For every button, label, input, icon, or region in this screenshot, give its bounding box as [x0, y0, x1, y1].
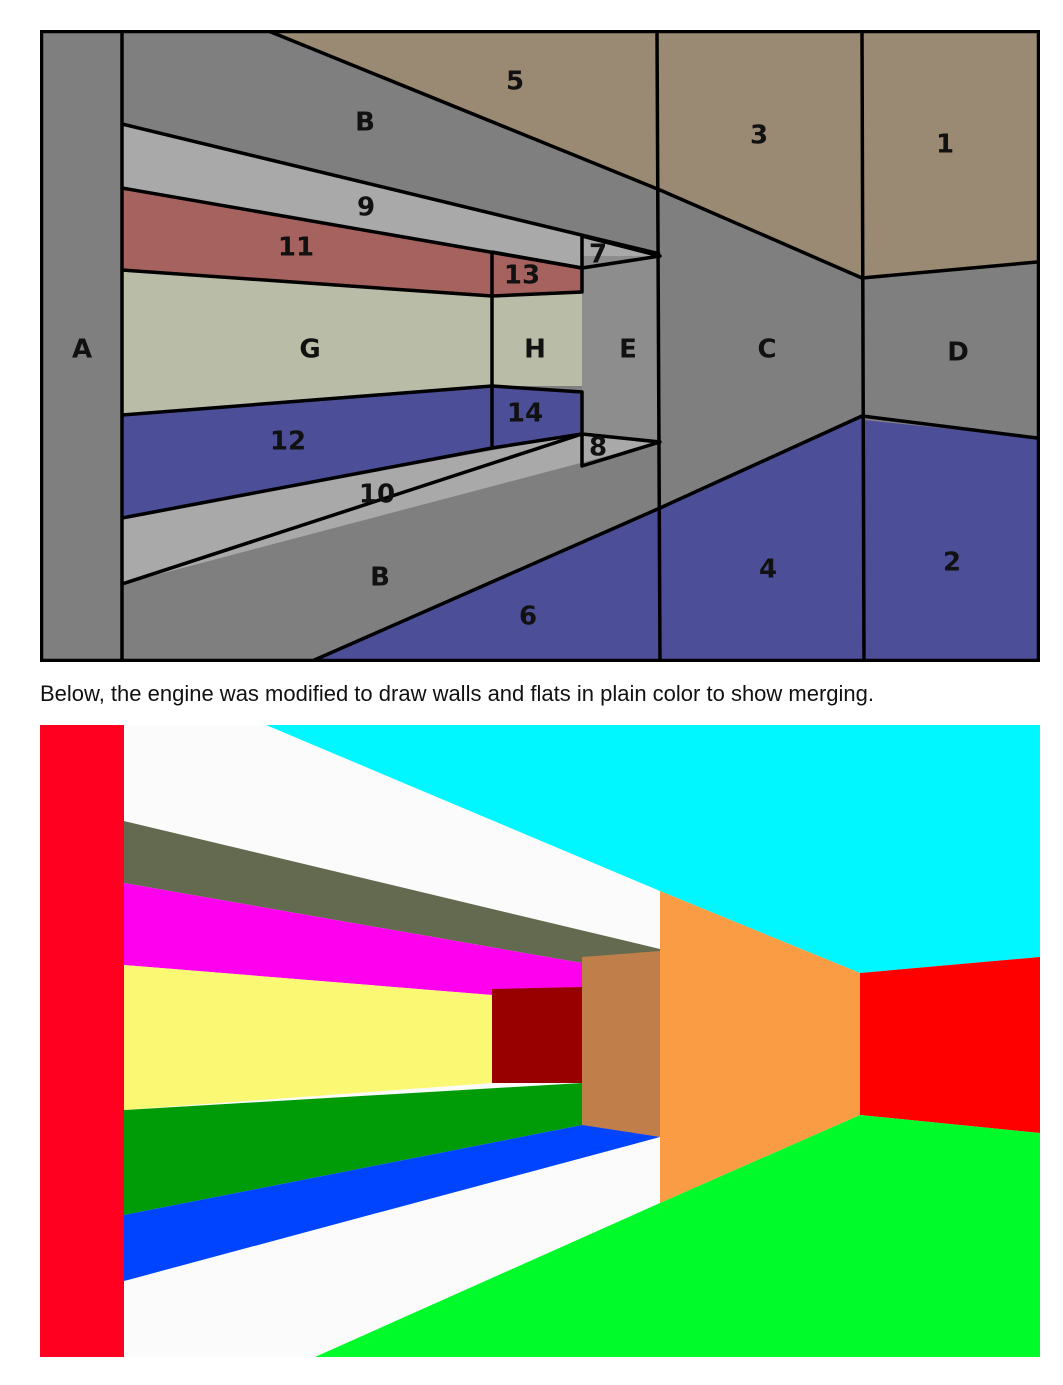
label-7: 7	[589, 240, 607, 270]
label-3: 3	[750, 121, 768, 151]
label-2: 2	[943, 548, 961, 578]
region-e	[582, 256, 660, 442]
green-band	[124, 1083, 582, 1215]
label-b-bottom: B	[370, 563, 390, 593]
label-9: 9	[357, 193, 375, 223]
label-8: 8	[589, 433, 607, 463]
label-h: H	[524, 335, 546, 365]
label-g: G	[299, 335, 320, 365]
label-e: E	[619, 335, 637, 365]
olive-band	[124, 821, 660, 963]
yellow-window	[124, 965, 492, 1110]
region-13	[492, 252, 582, 296]
region-outlines	[40, 30, 1040, 662]
label-6: 6	[519, 602, 537, 632]
region-2	[864, 420, 1037, 660]
blue-band	[124, 1125, 660, 1281]
region-h	[492, 292, 582, 386]
label-13: 13	[504, 261, 540, 291]
region-11	[122, 188, 492, 296]
label-4: 4	[759, 555, 777, 585]
label-d: D	[947, 338, 969, 368]
orange-wall	[660, 891, 860, 1203]
label-1: 1	[936, 130, 954, 160]
label-14: 14	[507, 399, 543, 429]
left-red-wall	[40, 725, 124, 1357]
label-a: A	[72, 335, 92, 365]
region-9	[122, 124, 660, 268]
label-5: 5	[506, 67, 524, 97]
label-12: 12	[270, 427, 306, 457]
region-3	[657, 30, 862, 278]
region-14	[492, 386, 582, 448]
label-b-top: B	[355, 108, 375, 138]
dark-red-window	[492, 987, 582, 1083]
region-1	[862, 30, 1037, 278]
labeled-render-figure: A B B C D E G H 1 2 3 4 5 6 7 8 9 10 11 …	[40, 30, 1040, 662]
region-4	[660, 416, 864, 660]
label-c: C	[757, 335, 776, 365]
region-10	[122, 434, 660, 584]
label-11: 11	[278, 233, 314, 263]
figure-caption: Below, the engine was modified to draw w…	[40, 681, 875, 706]
right-red-wall	[860, 957, 1040, 1133]
bright-green-floor	[315, 1115, 1040, 1357]
magenta-band	[124, 883, 582, 995]
region-g	[122, 270, 492, 415]
flat-color-figure	[40, 725, 1040, 1357]
region-12	[122, 386, 492, 518]
label-10: 10	[359, 480, 395, 510]
region-a	[40, 30, 122, 662]
cyan-ceiling	[266, 725, 1040, 973]
brown-wall	[582, 951, 660, 1137]
